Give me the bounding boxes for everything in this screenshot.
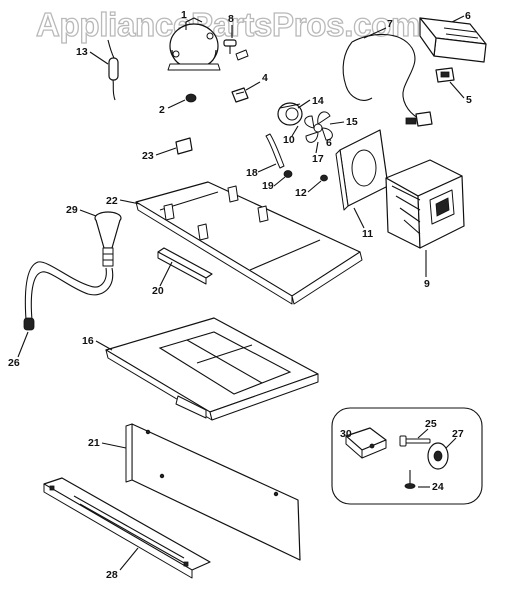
part-28-grille[interactable] <box>43 477 211 579</box>
callout-15: 15 <box>329 116 358 128</box>
callout-5: 5 <box>449 81 472 106</box>
part-24-screw[interactable] <box>404 470 416 489</box>
svg-text:4: 4 <box>262 72 268 84</box>
part-5-switch[interactable] <box>435 67 455 83</box>
callout-12: 12 <box>295 180 322 199</box>
svg-text:30: 30 <box>340 428 352 440</box>
svg-text:29: 29 <box>66 204 78 216</box>
part-2-grommet[interactable] <box>185 93 197 103</box>
part-22-base-plate[interactable] <box>135 181 363 305</box>
callout-19: 19 <box>262 176 286 192</box>
callout-6b: 6 <box>326 137 332 149</box>
callout-6: 6 <box>451 10 471 23</box>
svg-text:14: 14 <box>312 95 324 107</box>
svg-text:15: 15 <box>346 116 358 128</box>
callout-29: 29 <box>66 204 97 217</box>
callout-1: 1 <box>181 9 187 21</box>
part-21-access-panel[interactable] <box>125 423 301 561</box>
svg-text:24: 24 <box>432 481 444 493</box>
part-16-drain-pan[interactable] <box>105 317 319 421</box>
svg-text:2: 2 <box>159 104 165 116</box>
callout-2: 2 <box>159 99 186 116</box>
part-8-grommet[interactable] <box>223 39 249 61</box>
svg-text:8: 8 <box>228 13 234 25</box>
svg-text:16: 16 <box>82 335 94 347</box>
callout-4: 4 <box>245 72 268 91</box>
callout-28: 28 <box>106 547 139 581</box>
part-29-drain-funnel[interactable] <box>94 211 122 267</box>
inset-frame <box>331 407 483 505</box>
callout-27: 27 <box>445 428 464 449</box>
part-7-power-cord[interactable] <box>342 33 433 127</box>
svg-text:13: 13 <box>76 46 88 58</box>
callout-24: 24 <box>418 481 444 493</box>
svg-text:26: 26 <box>8 357 20 369</box>
watermark-text: AppliancePartsPros.com <box>36 6 420 43</box>
callout-17: 17 <box>312 141 324 165</box>
part-1-compressor[interactable] <box>167 17 221 71</box>
svg-text:11: 11 <box>362 228 373 240</box>
svg-text:25: 25 <box>425 418 437 430</box>
svg-text:28: 28 <box>106 569 118 581</box>
svg-text:21: 21 <box>88 437 100 449</box>
part-23-clip[interactable] <box>175 137 193 155</box>
svg-text:12: 12 <box>295 187 307 199</box>
svg-text:5: 5 <box>466 94 472 106</box>
svg-text:6: 6 <box>465 10 471 22</box>
svg-text:22: 22 <box>106 195 118 207</box>
part-19-nut[interactable] <box>283 170 293 178</box>
part-18-bracket[interactable] <box>265 133 285 169</box>
part-12-screw[interactable] <box>320 174 328 182</box>
callout-26: 26 <box>8 331 29 369</box>
part-27-wheel[interactable] <box>427 442 449 470</box>
callout-20: 20 <box>152 261 173 297</box>
svg-text:20: 20 <box>152 285 164 297</box>
callout-14: 14 <box>297 95 324 109</box>
part-20-channel[interactable] <box>157 247 213 285</box>
svg-text:17: 17 <box>312 153 324 165</box>
svg-text:19: 19 <box>262 180 274 192</box>
part-9-insulation[interactable] <box>385 159 465 249</box>
callout-18: 18 <box>246 163 277 179</box>
part-6-control-box[interactable] <box>419 17 487 63</box>
callout-30: 30 <box>340 428 352 440</box>
part-26-drain-tube[interactable] <box>23 261 114 331</box>
callout-16: 16 <box>82 335 113 351</box>
part-11-fan-shroud[interactable] <box>335 129 389 211</box>
svg-text:23: 23 <box>142 150 154 162</box>
callout-13: 13 <box>76 46 109 65</box>
part-15-fan-blade[interactable] <box>304 111 333 143</box>
part-14-fan-motor[interactable] <box>277 102 303 126</box>
svg-text:10: 10 <box>283 134 295 146</box>
part-4-relay[interactable] <box>231 87 249 103</box>
callout-11: 11 <box>353 207 373 240</box>
svg-text:27: 27 <box>452 428 464 440</box>
callout-25: 25 <box>417 418 437 439</box>
svg-text:9: 9 <box>424 278 430 290</box>
callout-22: 22 <box>106 195 141 207</box>
part-30-bracket[interactable] <box>345 427 387 459</box>
part-13-fuse[interactable] <box>107 39 119 101</box>
svg-text:1: 1 <box>181 9 187 21</box>
callout-8: 8 <box>228 13 234 38</box>
svg-text:6: 6 <box>326 137 332 149</box>
callout-10: 10 <box>283 125 299 146</box>
callout-7: 7 <box>363 18 393 39</box>
callout-21: 21 <box>88 437 127 449</box>
svg-text:7: 7 <box>387 18 393 30</box>
callout-9: 9 <box>424 250 430 290</box>
callout-23: 23 <box>142 147 177 162</box>
part-25-bolt[interactable] <box>399 435 431 447</box>
svg-text:18: 18 <box>246 167 258 179</box>
